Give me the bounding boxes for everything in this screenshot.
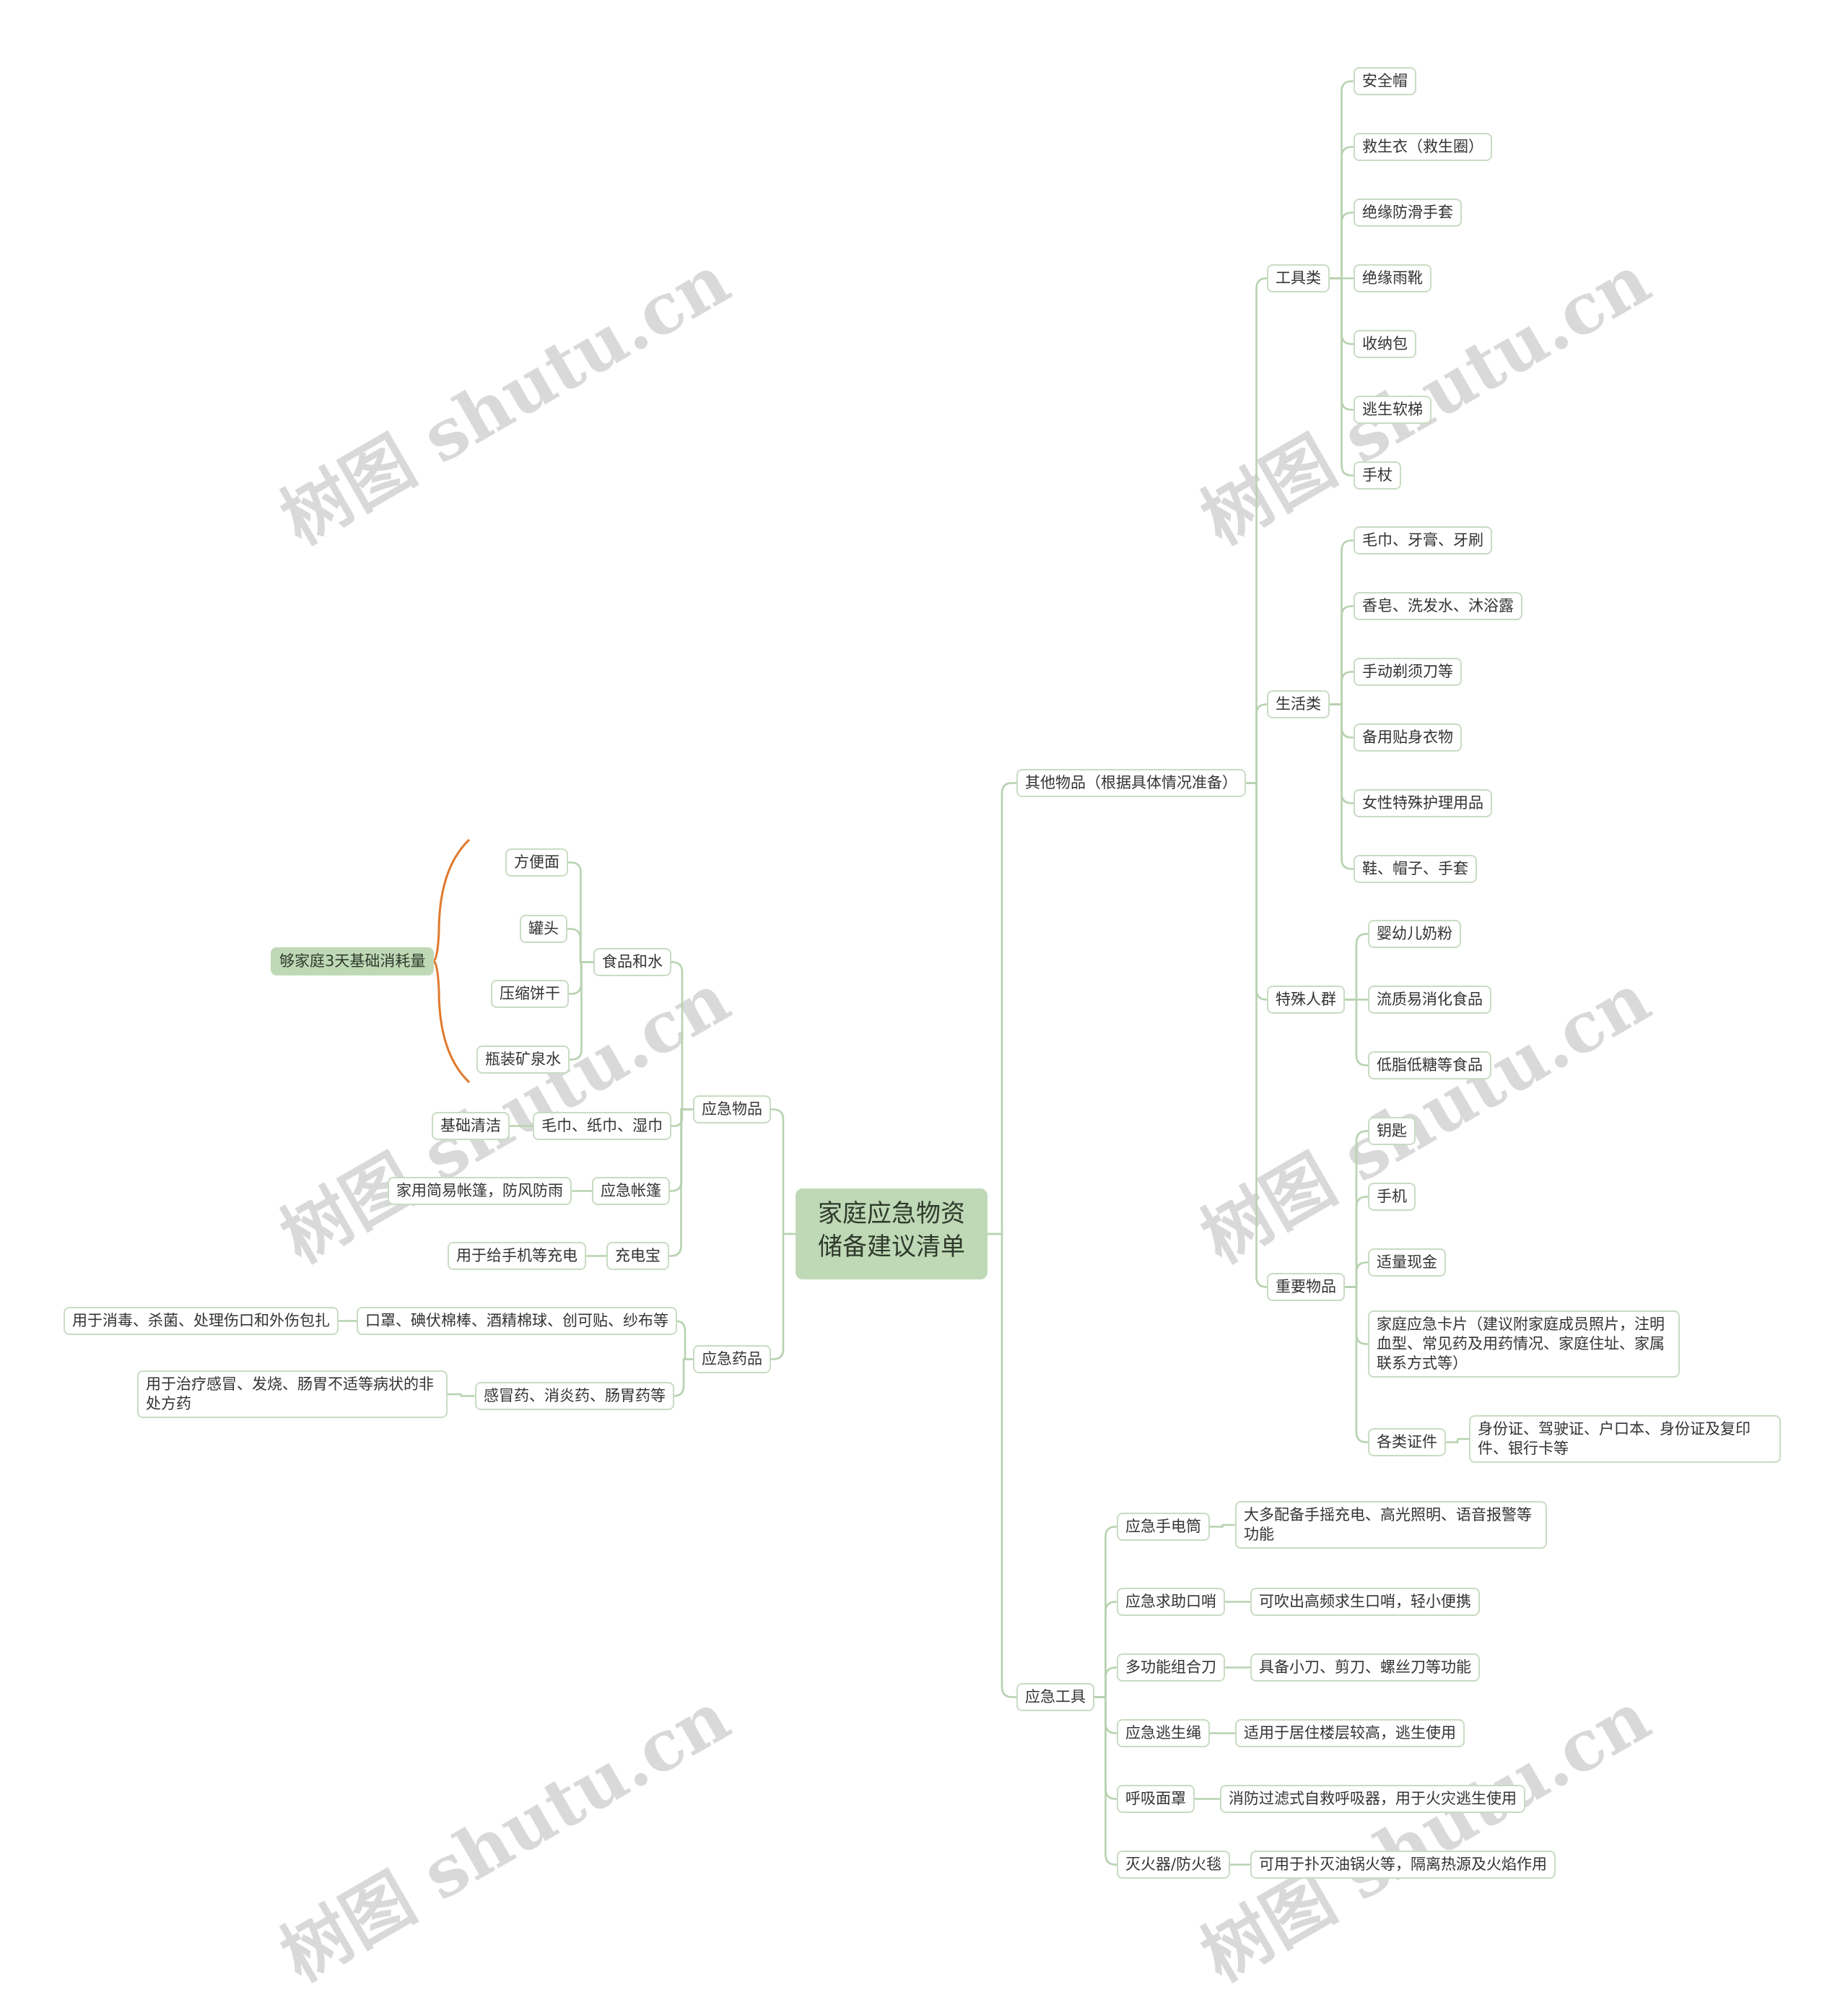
topic-emergency-items[interactable]: 应急物品 bbox=[693, 1095, 771, 1123]
item-infant-formula[interactable]: 婴幼儿奶粉 bbox=[1368, 920, 1461, 948]
item-whistle[interactable]: 应急求助口哨 bbox=[1117, 1588, 1225, 1616]
item-low-fat-food[interactable]: 低脂低糖等食品 bbox=[1368, 1051, 1491, 1079]
item-shoes-hats-gloves[interactable]: 鞋、帽子、手套 bbox=[1354, 855, 1477, 883]
item-compressed-biscuits[interactable]: 压缩饼干 bbox=[491, 980, 569, 1008]
connector-line bbox=[1094, 1666, 1117, 1698]
connector-line bbox=[1210, 1523, 1235, 1528]
whistle-description[interactable]: 可吹出高频求生口哨，轻小便携 bbox=[1250, 1588, 1480, 1616]
item-escape-rope[interactable]: 应急逃生绳 bbox=[1117, 1719, 1210, 1747]
topic-first-aid-supplies[interactable]: 口罩、碘伏棉棒、酒精棉球、创可贴、纱布等 bbox=[357, 1307, 677, 1335]
topic-emergency-tools[interactable]: 应急工具 bbox=[1016, 1683, 1094, 1711]
connector-line bbox=[1330, 703, 1354, 870]
item-extinguisher[interactable]: 灭火器/防火毯 bbox=[1117, 1851, 1231, 1879]
connector-line bbox=[1446, 1438, 1469, 1443]
topic-tools[interactable]: 工具类 bbox=[1267, 264, 1330, 292]
connector-line bbox=[1345, 1196, 1368, 1288]
item-spare-underwear[interactable]: 备用贴身衣物 bbox=[1354, 723, 1462, 752]
connector-line bbox=[1345, 1130, 1368, 1288]
connector-line bbox=[988, 782, 1016, 1235]
item-canned-food[interactable]: 罐头 bbox=[520, 915, 567, 943]
connector-lines bbox=[339, 80, 1469, 1866]
item-toiletries[interactable]: 毛巾、牙膏、牙刷 bbox=[1354, 526, 1492, 555]
connector-line bbox=[771, 1108, 796, 1235]
connector-line bbox=[1246, 782, 1267, 1288]
connector-line bbox=[1094, 1526, 1117, 1698]
item-soap-shampoo[interactable]: 香皂、洗发水、沐浴露 bbox=[1354, 592, 1522, 620]
topic-important-items[interactable]: 重要物品 bbox=[1267, 1273, 1345, 1301]
flashlight-description[interactable]: 大多配备手摇充电、高光照明、语音报警等功能 bbox=[1235, 1501, 1547, 1549]
root-topic[interactable]: 家庭应急物资储备建议清单 bbox=[796, 1188, 988, 1279]
item-liquid-food[interactable]: 流质易消化食品 bbox=[1368, 986, 1491, 1014]
item-keys[interactable]: 钥匙 bbox=[1368, 1117, 1416, 1145]
item-multitool[interactable]: 多功能组合刀 bbox=[1117, 1653, 1225, 1682]
topic-power-bank[interactable]: 充电宝 bbox=[606, 1242, 669, 1270]
item-certificates[interactable]: 各类证件 bbox=[1368, 1428, 1446, 1456]
first-aid-description[interactable]: 用于消毒、杀菌、处理伤口和外伤包扎 bbox=[64, 1307, 339, 1335]
item-cash[interactable]: 适量现金 bbox=[1368, 1248, 1446, 1277]
power-bank-description[interactable]: 用于给手机等充电 bbox=[448, 1242, 586, 1270]
connector-line bbox=[1246, 703, 1267, 784]
item-life-jacket[interactable]: 救生衣（救生圈） bbox=[1354, 133, 1492, 161]
connector-line bbox=[771, 1232, 796, 1360]
extinguisher-description[interactable]: 可用于扑灭油锅火等，隔离热源及火焰作用 bbox=[1250, 1851, 1556, 1879]
connector-line bbox=[673, 1358, 693, 1397]
connector-line bbox=[567, 928, 593, 963]
connector-line bbox=[674, 1320, 693, 1360]
topic-cold-medicine[interactable]: 感冒药、消炎药、肠胃药等 bbox=[475, 1382, 674, 1410]
item-insulated-gloves[interactable]: 绝缘防滑手套 bbox=[1354, 199, 1462, 227]
connector-line bbox=[1345, 1286, 1368, 1443]
item-phone[interactable]: 手机 bbox=[1368, 1183, 1416, 1211]
topic-daily-life[interactable]: 生活类 bbox=[1267, 690, 1330, 718]
connector-line bbox=[988, 1232, 1016, 1698]
tent-description[interactable]: 家用简易帐篷，防风防雨 bbox=[388, 1177, 572, 1205]
item-basic-cleaning[interactable]: 基础清洁 bbox=[432, 1112, 510, 1140]
connector-line bbox=[432, 838, 471, 1084]
connector-line bbox=[1246, 277, 1267, 784]
food-quantity-note[interactable]: 够家庭3天基础消耗量 bbox=[271, 947, 435, 975]
connector-line bbox=[669, 1108, 693, 1257]
cold-medicine-description[interactable]: 用于治疗感冒、发烧、肠胃不适等病状的非处方药 bbox=[137, 1370, 448, 1418]
connector-line bbox=[671, 961, 693, 1110]
connector-line bbox=[1330, 80, 1354, 279]
topic-emergency-tent[interactable]: 应急帐篷 bbox=[592, 1177, 670, 1205]
multitool-description[interactable]: 具备小刀、剪刀、螺丝刀等功能 bbox=[1250, 1653, 1480, 1682]
item-helmet[interactable]: 安全帽 bbox=[1354, 67, 1416, 95]
item-insulated-boots[interactable]: 绝缘雨靴 bbox=[1354, 264, 1431, 292]
topic-food-water[interactable]: 食品和水 bbox=[593, 948, 671, 976]
item-respirator[interactable]: 呼吸面罩 bbox=[1117, 1785, 1195, 1813]
connector-line bbox=[1094, 1696, 1117, 1866]
topic-other-items[interactable]: 其他物品（根据具体情况准备） bbox=[1016, 769, 1246, 797]
certificates-description[interactable]: 身份证、驾驶证、户口本、身份证及复印件、银行卡等 bbox=[1469, 1415, 1781, 1463]
connector-line bbox=[1330, 212, 1354, 279]
escape-rope-description[interactable]: 适用于居住楼层较高，逃生使用 bbox=[1235, 1719, 1465, 1747]
connector-line bbox=[1330, 146, 1354, 279]
item-storage-bag[interactable]: 收纳包 bbox=[1354, 330, 1416, 358]
connector-line bbox=[1330, 539, 1354, 705]
connector-line bbox=[1330, 605, 1354, 705]
topic-emergency-medicine[interactable]: 应急药品 bbox=[693, 1345, 771, 1373]
connector-line bbox=[448, 1393, 475, 1397]
topic-special-groups[interactable]: 特殊人群 bbox=[1267, 986, 1345, 1014]
connector-line bbox=[1345, 999, 1368, 1066]
item-flashlight[interactable]: 应急手电筒 bbox=[1117, 1513, 1210, 1541]
connector-line bbox=[1330, 671, 1354, 705]
connector-line bbox=[570, 961, 593, 1061]
connector-line bbox=[1345, 1261, 1368, 1288]
item-cane[interactable]: 手杖 bbox=[1354, 461, 1401, 490]
connector-line bbox=[568, 861, 593, 963]
item-instant-noodles[interactable]: 方便面 bbox=[505, 848, 568, 877]
item-emergency-card[interactable]: 家庭应急卡片（建议附家庭成员照片，注明血型、常见药及用药情况、家庭住址、家属联系… bbox=[1368, 1310, 1680, 1378]
respirator-description[interactable]: 消防过滤式自救呼吸器，用于火灾逃生使用 bbox=[1220, 1785, 1525, 1813]
topic-towels-tissues[interactable]: 毛巾、纸巾、湿巾 bbox=[533, 1112, 671, 1140]
item-feminine-care[interactable]: 女性特殊护理用品 bbox=[1354, 789, 1492, 817]
item-razor[interactable]: 手动剃须刀等 bbox=[1354, 658, 1462, 686]
item-escape-ladder[interactable]: 逃生软梯 bbox=[1354, 396, 1431, 424]
connector-line bbox=[1094, 1601, 1117, 1698]
item-bottled-water[interactable]: 瓶装矿泉水 bbox=[476, 1045, 570, 1074]
connector-line bbox=[1345, 933, 1368, 1001]
connector-line bbox=[1330, 277, 1354, 477]
